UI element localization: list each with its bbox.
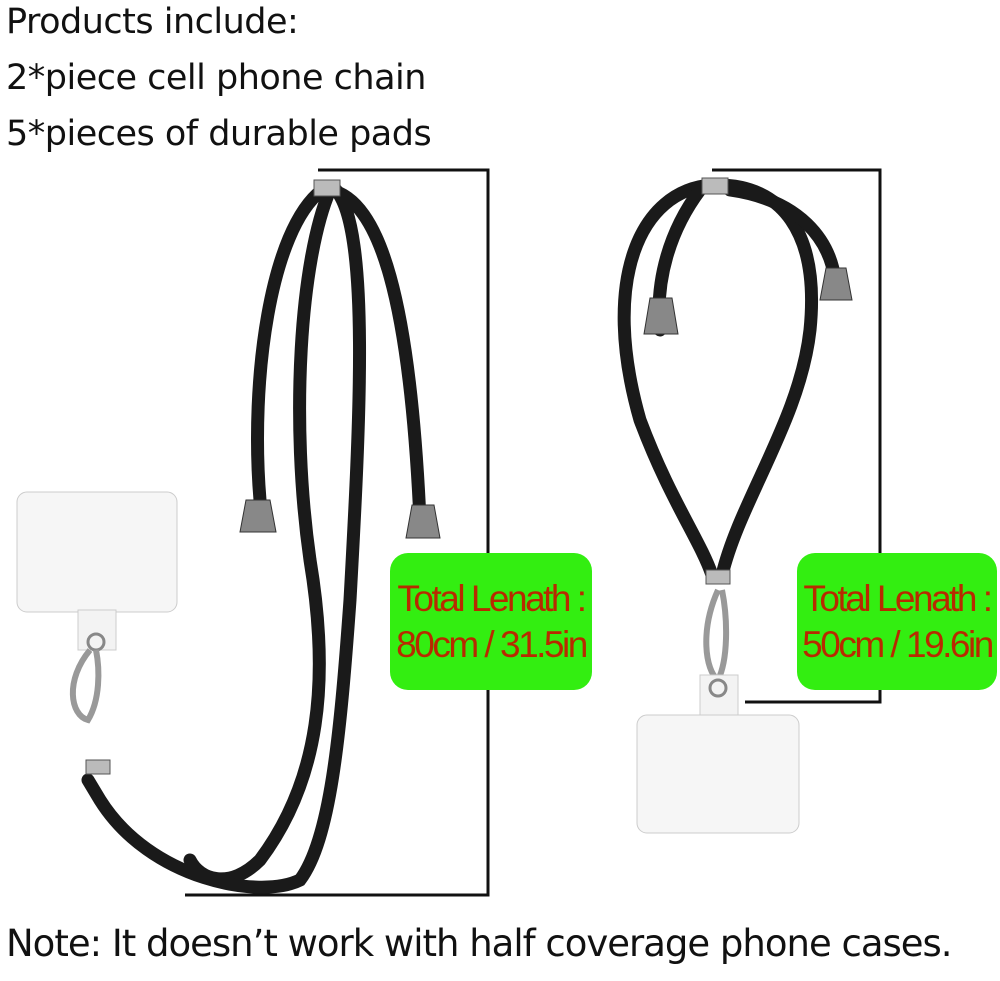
header-line-1: 2*piece cell phone chain bbox=[6, 58, 426, 98]
short-lanyard bbox=[617, 178, 842, 582]
short-phone-pad bbox=[636, 714, 800, 834]
cord-band bbox=[85, 759, 111, 775]
long-length-value: 80cm / 31.5in bbox=[396, 623, 588, 665]
lobster-clasp bbox=[703, 588, 730, 685]
cord-end-cap bbox=[405, 504, 441, 539]
short-length-label: Total Lenath : bbox=[803, 577, 993, 619]
cord-end-cap bbox=[643, 297, 679, 335]
pad-tab bbox=[77, 609, 117, 651]
short-length-badge: Total Lenath : 50cm / 19.6in bbox=[797, 553, 997, 690]
header-line-2: 5*pieces of durable pads bbox=[6, 114, 432, 154]
long-length-badge: Total Lenath : 80cm / 31.5in bbox=[390, 553, 592, 690]
long-lanyard bbox=[81, 183, 427, 894]
short-length-value: 50cm / 19.6in bbox=[802, 623, 994, 665]
long-phone-pad bbox=[16, 491, 178, 613]
compatibility-note: Note: It doesn’t work with half coverage… bbox=[6, 922, 953, 965]
long-length-label: Total Lenath : bbox=[397, 577, 587, 619]
slider-bead bbox=[313, 179, 341, 197]
cord-end-cap bbox=[819, 267, 853, 301]
short-length-bracket bbox=[712, 168, 882, 704]
header-title: Products include: bbox=[6, 2, 299, 42]
pad-ring bbox=[708, 678, 728, 698]
slider-bead bbox=[701, 177, 729, 195]
long-length-bracket bbox=[185, 168, 490, 897]
cord-end-cap bbox=[239, 499, 277, 533]
lobster-clasp bbox=[69, 648, 102, 724]
slider-bead bbox=[705, 569, 731, 585]
